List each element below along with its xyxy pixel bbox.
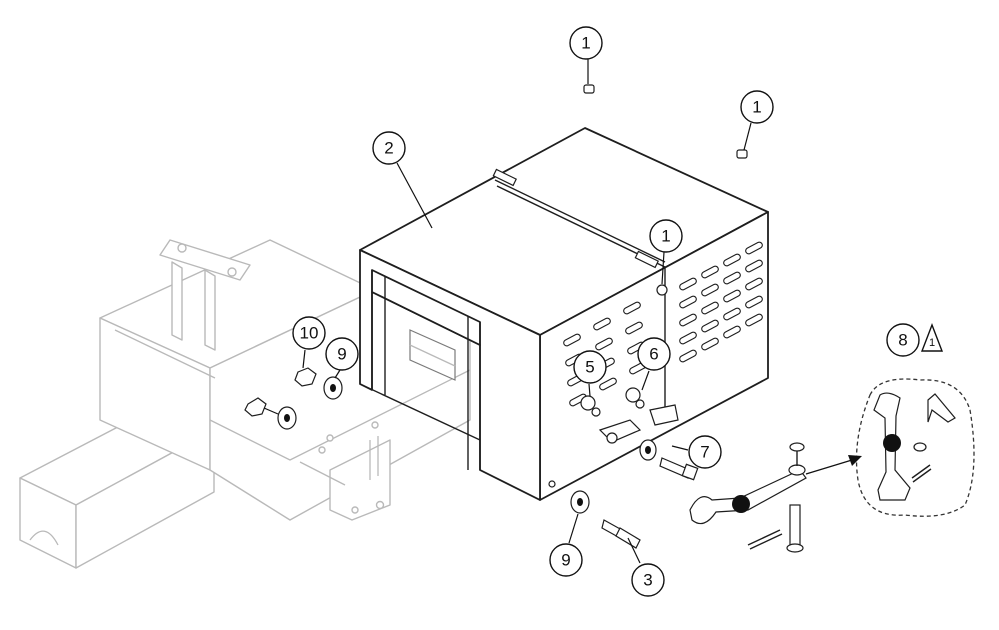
vent-slot [623, 301, 641, 315]
latch-cap-icon [656, 284, 668, 296]
callout-3: 3 [631, 563, 665, 597]
vent-slot [599, 377, 617, 391]
callout-label: 1 [661, 227, 670, 246]
cap-right-icon [736, 149, 748, 159]
callout-1-latch: 1 [649, 219, 683, 253]
vent-slot [679, 295, 697, 309]
callout-1-right: 1 [740, 90, 774, 124]
vent-slot [679, 313, 697, 327]
callout-label: 6 [649, 345, 658, 364]
vent-slot [593, 317, 611, 331]
vent-slot [701, 337, 719, 351]
cap-top-icon [583, 84, 595, 94]
callout-label: 10 [300, 324, 319, 343]
callout-label: 3 [643, 571, 652, 590]
vehicle-frame-ghost [19, 239, 471, 569]
vent-slot [701, 283, 719, 297]
callout-label: 9 [561, 551, 570, 570]
callout-label: 1 [581, 34, 590, 53]
callout-label: 7 [700, 443, 709, 462]
vent-slot [745, 241, 763, 255]
warning-label: 1 [929, 337, 935, 349]
callout-label: 5 [585, 358, 594, 377]
vent-slot [679, 349, 697, 363]
vent-slot [625, 321, 643, 335]
vent-slot [563, 333, 581, 347]
vent-slot [745, 277, 763, 291]
callout-9-left: 9 [325, 337, 359, 371]
vent-slot [679, 277, 697, 291]
nut-icon [294, 367, 317, 387]
callout-label: 1 [752, 98, 761, 117]
vent-slot [701, 301, 719, 315]
vent-slot [745, 295, 763, 309]
hardware [244, 84, 807, 553]
vent-slot [723, 271, 741, 285]
vent-slot [679, 331, 697, 345]
callout-9-bottom: 9 [549, 543, 583, 577]
vent-slot [595, 337, 613, 351]
vent-slots [563, 241, 763, 407]
callout-6: 6 [637, 337, 671, 371]
callout-7: 7 [688, 435, 722, 469]
callout-label: 9 [337, 345, 346, 364]
callout-8: 8 [886, 323, 920, 357]
vent-slot [723, 253, 741, 267]
callout-2: 2 [372, 131, 406, 165]
vent-slot [701, 319, 719, 333]
t-handle-latch [689, 442, 807, 553]
vent-slot [723, 289, 741, 303]
leader-lines [302, 58, 752, 564]
callout-5: 5 [573, 350, 607, 384]
callout-label: 2 [384, 139, 393, 158]
callout-label: 8 [898, 331, 907, 350]
vent-slot [723, 325, 741, 339]
vent-slot [745, 259, 763, 273]
detail-inset [805, 378, 975, 517]
vent-slot [745, 313, 763, 327]
callout-1-top: 1 [569, 26, 603, 60]
warning-triangle-icon: 1 [920, 323, 944, 352]
vent-slot [701, 265, 719, 279]
vent-slot [723, 307, 741, 321]
callout-10: 10 [292, 316, 326, 350]
